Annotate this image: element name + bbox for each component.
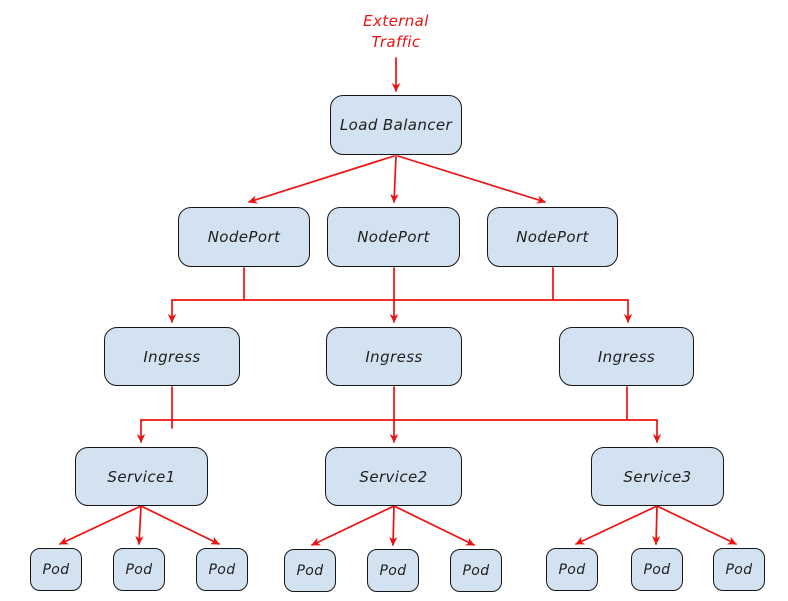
- node-nodeport-1: NodePort: [178, 207, 310, 267]
- node-service3: Service3: [591, 447, 724, 506]
- edges-service3-to-pods: [575, 505, 737, 545]
- external-traffic-label: External Traffic: [363, 12, 429, 51]
- node-ingress-1: Ingress: [104, 327, 240, 386]
- node-pod-4: Pod: [284, 549, 336, 592]
- node-pod-9: Pod: [713, 548, 765, 591]
- edges-nodeport-to-ingress-bus: [167, 267, 633, 323]
- node-service2: Service2: [325, 447, 462, 506]
- node-pod-2: Pod: [113, 548, 165, 591]
- node-pod-8: Pod: [631, 548, 683, 591]
- node-pod-3: Pod: [196, 548, 248, 591]
- node-load-balancer: Load Balancer: [330, 95, 462, 155]
- edges-loadbalancer-to-nodeports: [248, 155, 546, 204]
- node-nodeport-3: NodePort: [487, 207, 618, 267]
- node-pod-7: Pod: [546, 548, 598, 591]
- edges-service1-to-pods: [59, 505, 220, 545]
- edges-ingress-to-service-bus: [136, 386, 662, 443]
- node-nodeport-2: NodePort: [327, 207, 460, 267]
- node-service1: Service1: [75, 447, 208, 506]
- node-ingress-2: Ingress: [326, 327, 462, 386]
- node-pod-5: Pod: [367, 549, 419, 592]
- node-pod-6: Pod: [450, 549, 502, 592]
- edges-service2-to-pods: [311, 505, 475, 546]
- node-pod-1: Pod: [30, 548, 82, 591]
- node-ingress-3: Ingress: [559, 327, 694, 386]
